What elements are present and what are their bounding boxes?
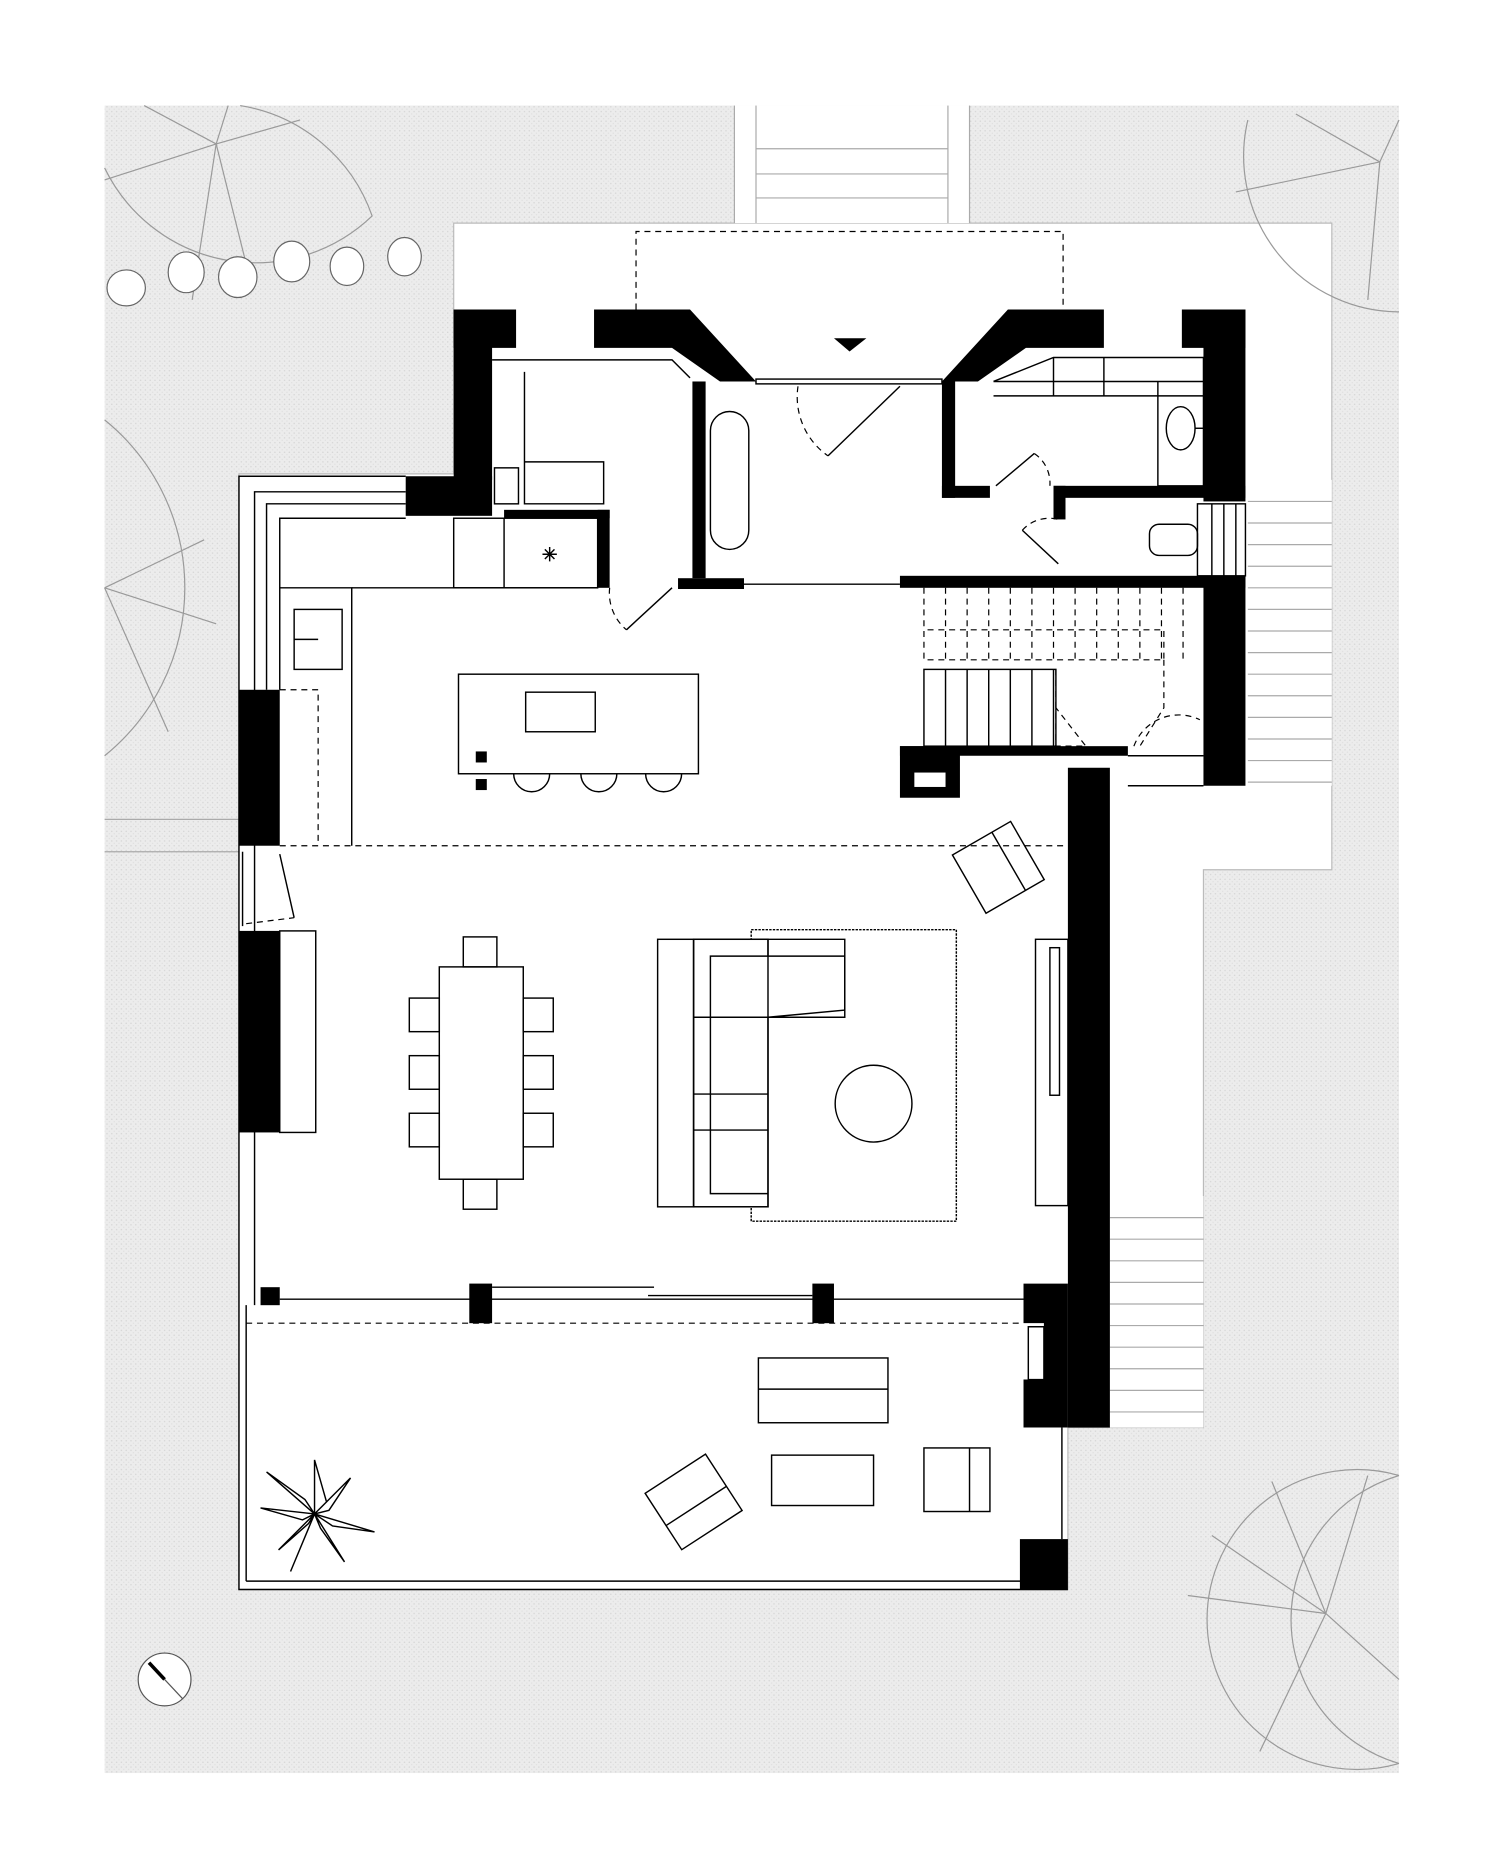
north-arrow-icon bbox=[137, 1652, 192, 1707]
walls bbox=[238, 309, 1246, 1590]
entry-stairs bbox=[733, 105, 971, 224]
entrance-marker-icon bbox=[833, 338, 867, 352]
interior-fittings bbox=[241, 356, 1247, 1551]
side-stairs bbox=[1109, 479, 1332, 1428]
canopy-outline bbox=[635, 230, 1064, 310]
stepping-stones bbox=[106, 236, 422, 307]
plant-icon bbox=[260, 1459, 375, 1572]
